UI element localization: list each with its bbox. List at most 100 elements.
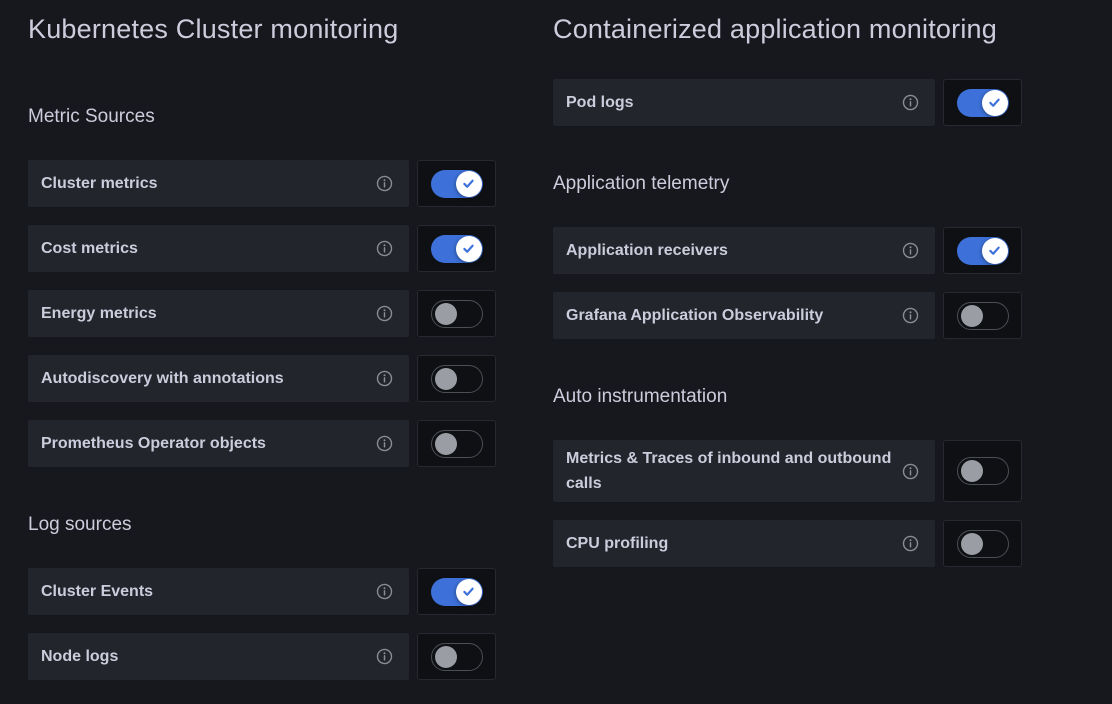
toggle-switch[interactable]: [956, 236, 1009, 265]
toggle-container: [417, 420, 496, 467]
setting-row-energy-metrics: Energy metrics: [28, 290, 496, 337]
toggle-container: [417, 355, 496, 402]
setting-card: CPU profiling: [553, 520, 935, 567]
toggle-switch[interactable]: [430, 234, 483, 263]
toggle-knob: [960, 460, 983, 482]
setting-label: Cluster metrics: [41, 175, 158, 192]
setting-label: Grafana Application Observability: [566, 307, 824, 324]
toggle-switch[interactable]: [956, 457, 1009, 485]
setting-row-autodiscovery-with-annotations: Autodiscovery with annotations: [28, 355, 496, 402]
toggle-switch[interactable]: [430, 364, 483, 393]
page-title: Kubernetes Cluster monitoring: [28, 14, 399, 44]
setting-row-cluster-events: Cluster Events: [28, 568, 496, 615]
setting-row-metrics-traces-inbound-outbound: Metrics & Traces of inbound and outbound…: [553, 440, 1022, 502]
check-icon: [462, 177, 475, 190]
toggle-knob: [455, 170, 482, 197]
info-icon[interactable]: [376, 648, 393, 665]
setting-card: Prometheus Operator objects: [28, 420, 409, 467]
setting-card: Cluster metrics: [28, 160, 409, 207]
info-icon[interactable]: [902, 463, 919, 480]
toggle-container: [417, 568, 496, 615]
setting-label: CPU profiling: [566, 535, 669, 552]
setting-label: Autodiscovery with annotations: [41, 370, 284, 387]
section-heading-auto-instrumentation: Auto instrumentation: [553, 386, 728, 407]
setting-card: Application receivers: [553, 227, 935, 274]
setting-label: Energy metrics: [41, 305, 157, 322]
check-icon: [462, 242, 475, 255]
info-icon[interactable]: [902, 94, 919, 111]
pod-logs-rows: Pod logs: [553, 79, 1022, 126]
section-heading-log-sources: Log sources: [28, 514, 132, 535]
toggle-container: [417, 633, 496, 680]
metric-sources-rows: Cluster metrics Cost metrics: [28, 160, 496, 467]
setting-label: Cluster Events: [41, 583, 154, 600]
setting-card: Energy metrics: [28, 290, 409, 337]
toggle-container: [943, 79, 1022, 126]
column-containerized-application-monitoring: Containerized application monitoring Pod…: [553, 12, 1022, 680]
setting-label: Metrics & Traces of inbound and outbound…: [566, 450, 892, 492]
toggle-container: [417, 225, 496, 272]
toggle-knob: [434, 367, 457, 390]
setting-card: Node logs: [28, 633, 409, 680]
toggle-container: [417, 290, 496, 337]
info-icon[interactable]: [376, 240, 393, 257]
check-icon: [462, 585, 475, 598]
info-icon[interactable]: [376, 370, 393, 387]
log-sources-rows: Cluster Events Node logs: [28, 568, 496, 680]
column-kubernetes-cluster-monitoring: Kubernetes Cluster monitoring Metric Sou…: [28, 12, 496, 680]
setting-label: Application receivers: [566, 242, 728, 259]
setting-label: Cost metrics: [41, 240, 138, 257]
setting-row-grafana-application-observability: Grafana Application Observability: [553, 292, 1022, 339]
info-icon[interactable]: [376, 175, 393, 192]
page-title: Containerized application monitoring: [553, 14, 997, 44]
setting-row-cluster-metrics: Cluster metrics: [28, 160, 496, 207]
setting-row-cost-metrics: Cost metrics: [28, 225, 496, 272]
toggle-container: [943, 440, 1022, 502]
info-icon[interactable]: [902, 242, 919, 259]
toggle-knob: [960, 532, 983, 555]
toggle-switch[interactable]: [956, 529, 1009, 558]
setting-label: Pod logs: [566, 94, 634, 111]
toggle-knob: [455, 578, 482, 605]
setting-label: Node logs: [41, 648, 119, 665]
toggle-knob: [455, 235, 482, 262]
toggle-knob: [981, 237, 1008, 264]
toggle-switch[interactable]: [430, 429, 483, 458]
toggle-knob: [434, 432, 457, 455]
setting-card: Cost metrics: [28, 225, 409, 272]
toggle-knob: [960, 304, 983, 327]
toggle-container: [943, 292, 1022, 339]
toggle-switch[interactable]: [956, 88, 1009, 117]
check-icon: [988, 244, 1001, 257]
toggle-container: [417, 160, 496, 207]
toggle-knob: [434, 302, 457, 325]
setting-card: Cluster Events: [28, 568, 409, 615]
setting-card: Metrics & Traces of inbound and outbound…: [553, 440, 935, 502]
toggle-switch[interactable]: [430, 642, 483, 671]
info-icon[interactable]: [376, 305, 393, 322]
info-icon[interactable]: [902, 307, 919, 324]
section-heading-application-telemetry: Application telemetry: [553, 173, 730, 194]
setting-card: Grafana Application Observability: [553, 292, 935, 339]
setting-row-application-receivers: Application receivers: [553, 227, 1022, 274]
toggle-switch[interactable]: [430, 169, 483, 198]
toggle-switch[interactable]: [430, 299, 483, 328]
toggle-switch[interactable]: [430, 577, 483, 606]
check-icon: [988, 96, 1001, 109]
setting-card: Pod logs: [553, 79, 935, 126]
toggle-switch[interactable]: [956, 301, 1009, 330]
setting-row-prometheus-operator-objects: Prometheus Operator objects: [28, 420, 496, 467]
toggle-container: [943, 520, 1022, 567]
info-icon[interactable]: [902, 535, 919, 552]
setting-row-pod-logs: Pod logs: [553, 79, 1022, 126]
info-icon[interactable]: [376, 583, 393, 600]
setting-card: Autodiscovery with annotations: [28, 355, 409, 402]
application-telemetry-rows: Application receivers Grafana Applicatio…: [553, 227, 1022, 339]
section-heading-metric-sources: Metric Sources: [28, 106, 155, 127]
toggle-knob: [434, 645, 457, 668]
info-icon[interactable]: [376, 435, 393, 452]
setting-row-cpu-profiling: CPU profiling: [553, 520, 1022, 567]
setting-label: Prometheus Operator objects: [41, 435, 266, 452]
toggle-knob: [981, 89, 1008, 116]
setting-row-node-logs: Node logs: [28, 633, 496, 680]
